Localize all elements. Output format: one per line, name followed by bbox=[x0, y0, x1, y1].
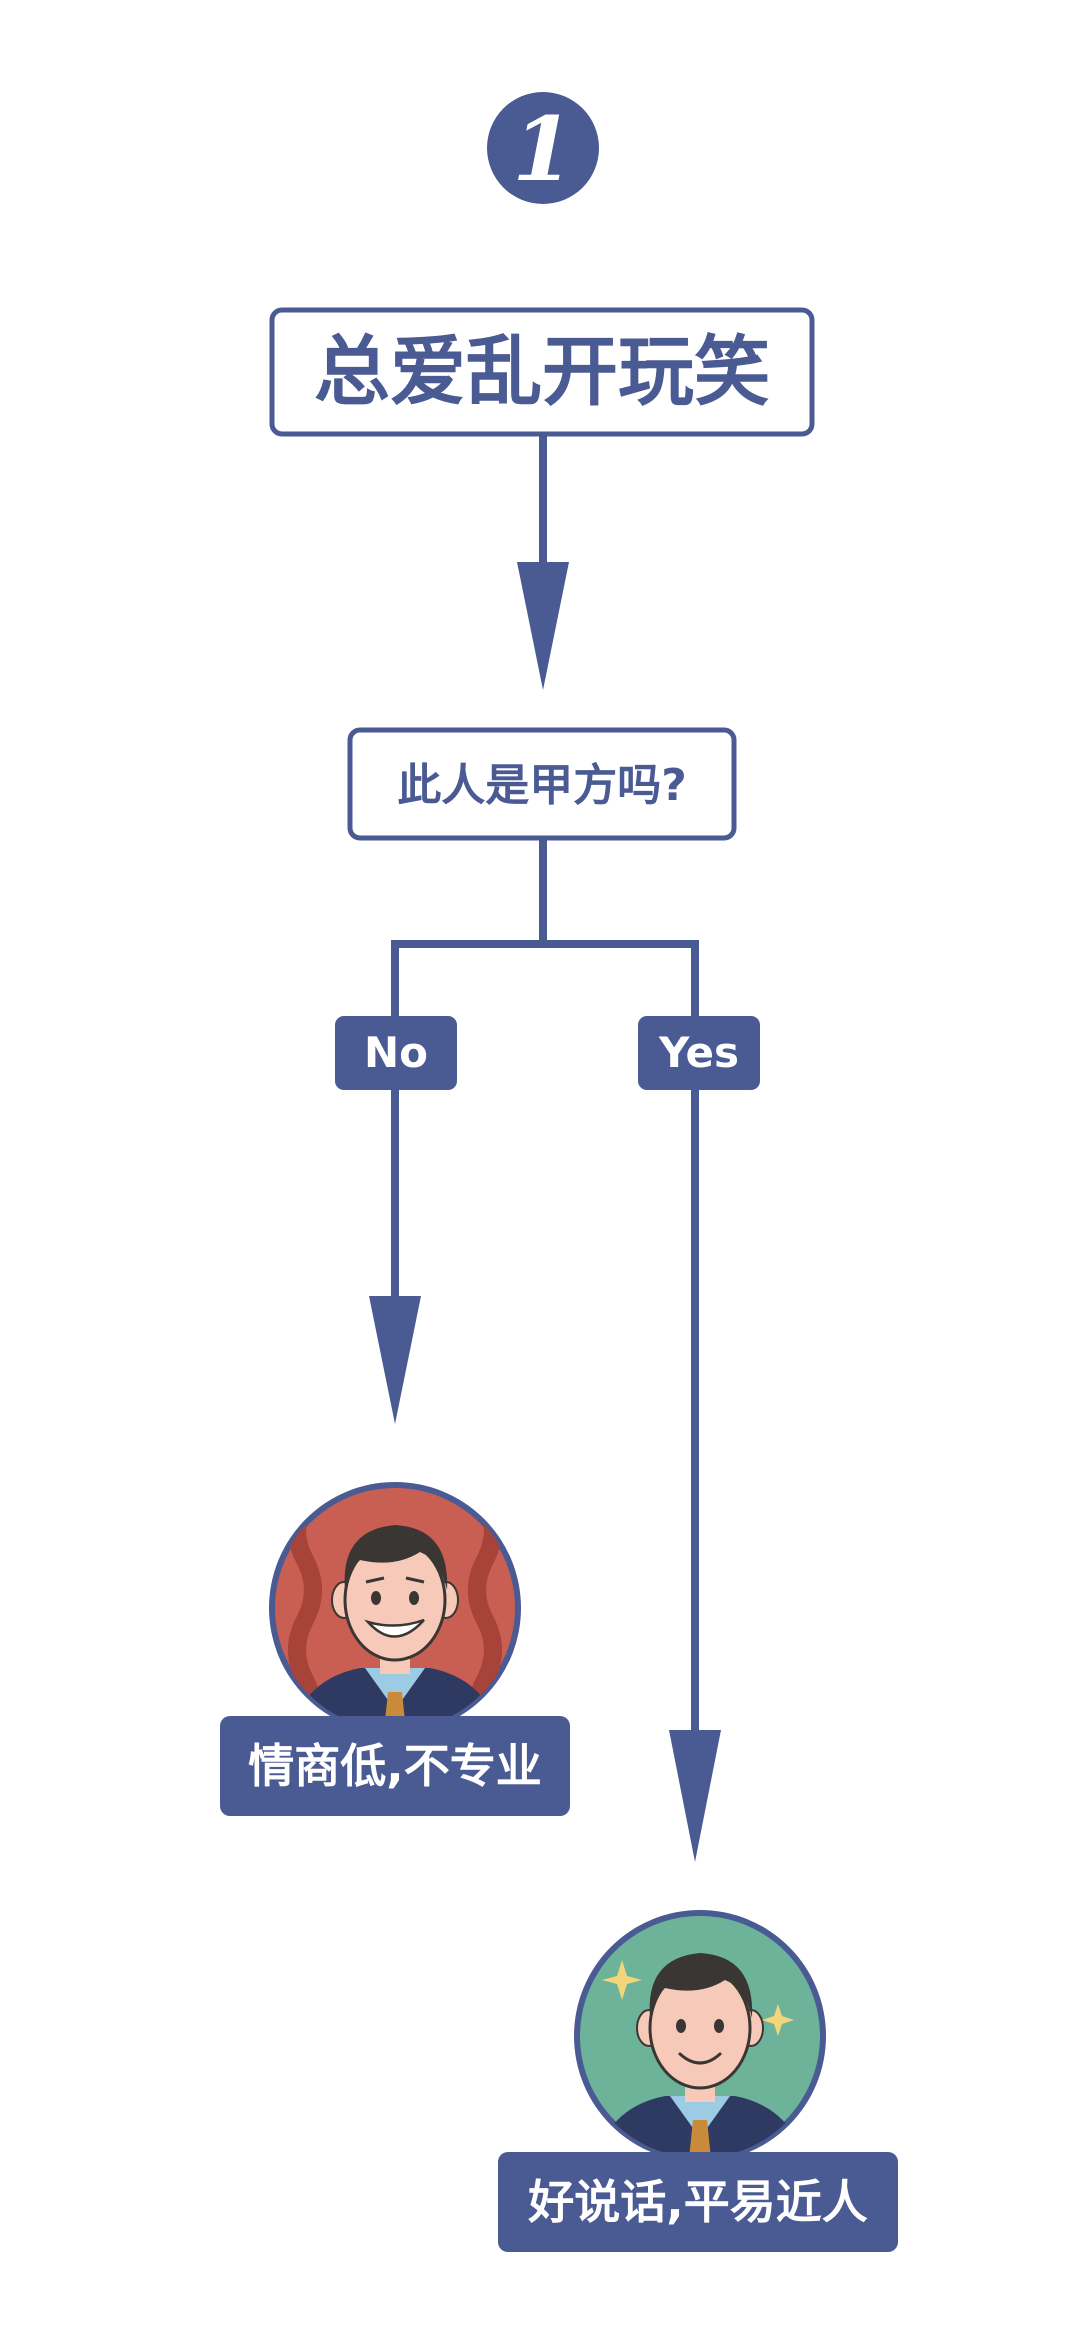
title-text: 总爱乱开玩笑 bbox=[314, 327, 770, 416]
step-number-badge: 1 bbox=[487, 92, 599, 204]
title-node: 总爱乱开玩笑 bbox=[269, 307, 815, 437]
no-result-tag: 情商低,不专业 bbox=[220, 1716, 570, 1816]
step-number-text: 1 bbox=[512, 97, 573, 201]
yes-branch-label: Yes bbox=[658, 1028, 739, 1077]
no-branch-tag: No bbox=[335, 1016, 457, 1090]
sparkle-icon bbox=[602, 1960, 642, 2000]
question-text: 此人是甲方吗? bbox=[397, 760, 687, 811]
yes-result-text: 好说话,平易近人 bbox=[527, 2175, 867, 2229]
sparkle-icon bbox=[762, 2004, 794, 2036]
arrowhead-down-icon bbox=[369, 1296, 421, 1424]
connector-yes-branch bbox=[669, 1090, 721, 1862]
connector-no-branch bbox=[369, 1090, 421, 1424]
connector-title-to-question bbox=[517, 434, 569, 690]
avatar-friendly-man-icon bbox=[574, 1910, 826, 2162]
branch-split-connector bbox=[391, 838, 699, 1020]
avatar-awkward-man-icon bbox=[269, 1482, 521, 1734]
yes-result-tag: 好说话,平易近人 bbox=[498, 2152, 898, 2252]
no-branch-label: No bbox=[364, 1028, 428, 1077]
yes-branch-tag: Yes bbox=[638, 1016, 760, 1090]
question-node: 此人是甲方吗? bbox=[347, 727, 737, 841]
arrowhead-down-icon bbox=[517, 562, 569, 690]
no-result-text: 情商低,不专业 bbox=[248, 1739, 541, 1793]
arrowhead-down-icon bbox=[669, 1730, 721, 1862]
